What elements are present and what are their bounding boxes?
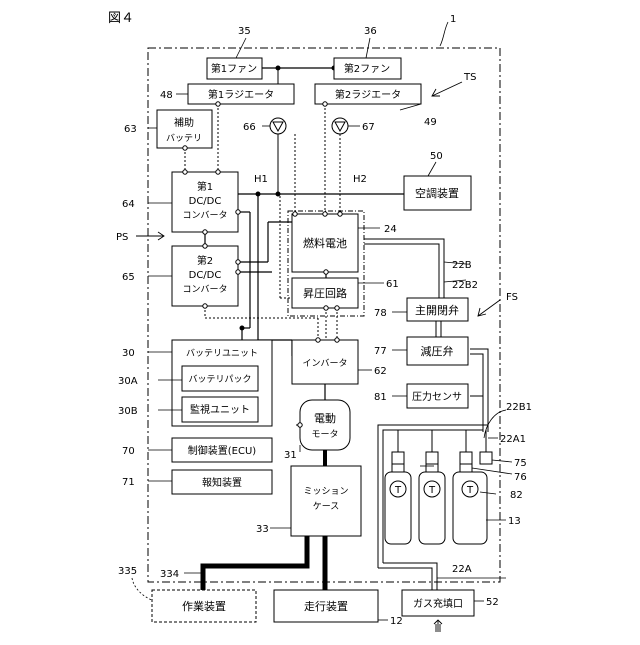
- aux-battery-label-2: バッテリ: [166, 133, 202, 144]
- tank-symbol: T: [394, 485, 402, 496]
- ref-65: 65: [122, 272, 135, 283]
- ref-76: 76: [514, 472, 527, 483]
- ref-24: 24: [384, 224, 397, 235]
- battery-unit-label: バッテリユニット: [186, 348, 258, 359]
- ref-75: 75: [514, 458, 527, 469]
- figure-label: 図４: [108, 11, 134, 26]
- hydrogen-tanks: [385, 472, 487, 544]
- ref-31: 31: [284, 450, 297, 461]
- radiator1-label: 第1ラジエータ: [208, 88, 274, 101]
- dcdc1-label-2: DC/DC: [189, 196, 222, 207]
- ref-h1: H1: [254, 174, 268, 185]
- tank-symbol: T: [466, 485, 474, 496]
- ref-67: 67: [362, 122, 375, 133]
- ref-30b: 30B: [118, 406, 138, 417]
- motor-box: [300, 400, 350, 450]
- fuel-cell-label: 燃料電池: [303, 236, 347, 250]
- dcdc1-label-3: コンバータ: [182, 210, 227, 221]
- ref-66: 66: [243, 122, 256, 133]
- ref-ts: TS: [463, 72, 476, 83]
- ref-h2: H2: [353, 174, 367, 185]
- radiator2-label: 第2ラジエータ: [335, 88, 401, 101]
- ref-22a1: 22A1: [500, 434, 526, 445]
- ref-52: 52: [486, 597, 499, 608]
- main-valve-label: 主開閉弁: [415, 303, 459, 317]
- tank-symbol: T: [428, 485, 436, 496]
- ref-30: 30: [122, 348, 135, 359]
- monitor-unit-label: 監視ユニット: [190, 403, 250, 416]
- motor-label-2: モータ: [311, 429, 338, 440]
- ref-1: 1: [450, 14, 456, 25]
- pumps: [270, 118, 348, 134]
- ref-61: 61: [386, 279, 399, 290]
- ref-22b1: 22B1: [506, 402, 532, 413]
- fan1-label: 第1ファン: [211, 62, 257, 75]
- motor-label-1: 電動: [314, 411, 336, 425]
- reducing-valve-label: 減圧弁: [421, 344, 454, 358]
- ref-22a: 22A: [452, 564, 472, 575]
- dcdc2-label-1: 第2: [197, 254, 213, 267]
- ecu-label: 制御装置(ECU): [188, 444, 257, 457]
- ref-22b: 22B: [452, 260, 472, 271]
- booster-label: 昇圧回路: [303, 287, 347, 300]
- ref-13: 13: [508, 516, 521, 527]
- dcdc1-label-1: 第1: [197, 180, 213, 193]
- aux-battery-label-1: 補助: [174, 116, 194, 129]
- battery-pack-label: バッテリパック: [188, 374, 251, 385]
- ref-12: 12: [390, 616, 403, 627]
- inverter-label: インバータ: [302, 358, 347, 369]
- travel-device-label: 走行装置: [304, 600, 348, 613]
- ref-48: 48: [160, 90, 173, 101]
- work-device-label: 作業装置: [182, 600, 226, 613]
- ref-335: 335: [118, 566, 137, 577]
- mission-case-label-2: ケース: [313, 501, 340, 512]
- ref-33: 33: [256, 524, 269, 535]
- ref-ps: PS: [116, 232, 128, 243]
- ref-30a: 30A: [118, 376, 138, 387]
- notifier-label: 報知装置: [202, 476, 242, 489]
- ref-22b2: 22B2: [452, 280, 478, 291]
- ref-77: 77: [374, 346, 387, 357]
- ref-64: 64: [122, 199, 135, 210]
- gas-port-label: ガス充填口: [413, 597, 463, 610]
- ref-63: 63: [124, 124, 137, 135]
- ref-78: 78: [374, 308, 387, 319]
- mission-case-box: [291, 466, 361, 536]
- ref-35: 35: [238, 26, 251, 37]
- ref-334: 334: [160, 569, 179, 580]
- ref-36: 36: [364, 26, 377, 37]
- ref-49: 49: [424, 117, 437, 128]
- aircon-label: 空調装置: [415, 186, 459, 200]
- ref-fs: FS: [506, 292, 518, 303]
- dcdc2-label-3: コンバータ: [182, 284, 227, 295]
- ref-81: 81: [374, 392, 387, 403]
- ref-62: 62: [374, 366, 387, 377]
- pressure-sensor-label: 圧力センサ: [412, 390, 462, 403]
- fan2-label: 第2ファン: [344, 62, 390, 75]
- ref-70: 70: [122, 446, 135, 457]
- dcdc2-label-2: DC/DC: [189, 270, 222, 281]
- mission-case-label-1: ミッション: [303, 487, 348, 497]
- ref-50: 50: [430, 151, 443, 162]
- ref-82: 82: [510, 490, 523, 501]
- ref-71: 71: [122, 477, 135, 488]
